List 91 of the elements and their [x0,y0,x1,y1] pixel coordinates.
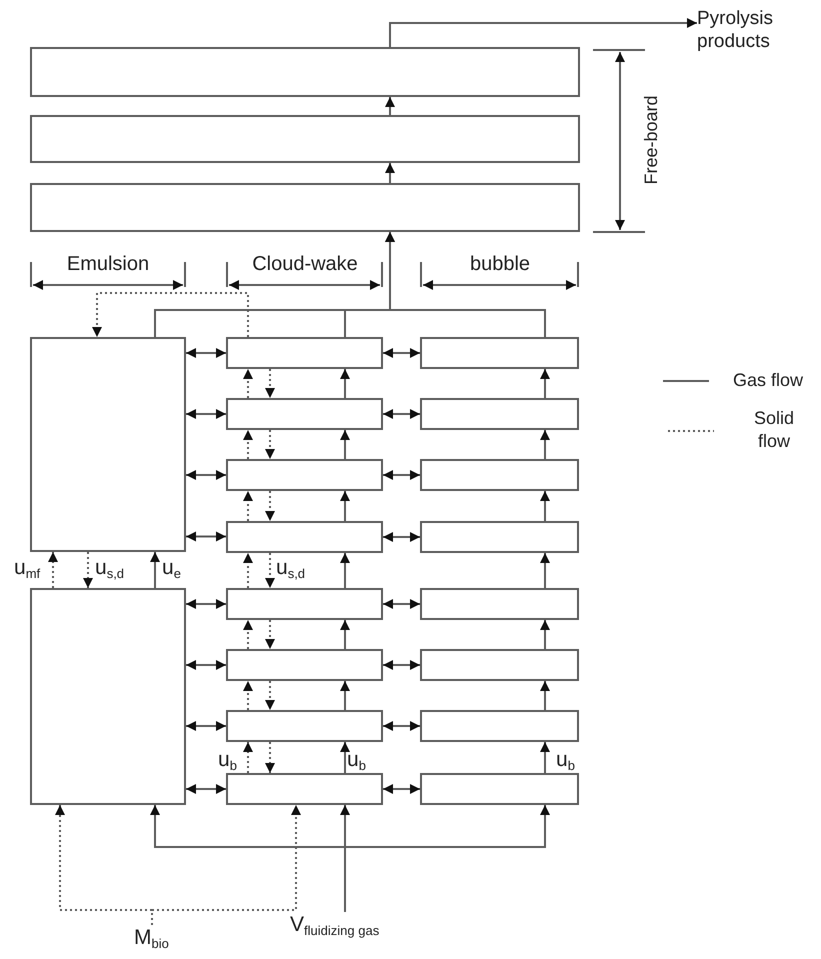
flow-label: Pyrolysis products [697,8,807,58]
compartment-box [420,649,579,681]
dotted-arrow [265,742,275,773]
compartment-box [420,337,579,369]
arrow [340,553,350,588]
compartment-box [30,337,186,552]
compartment-box [30,588,186,805]
dotted-arrow [243,491,253,521]
dotted-arrow [243,681,253,710]
compartment-box [420,521,579,553]
arrow [186,599,226,609]
compartment-box [420,773,579,805]
arrow [383,599,420,609]
arrow [383,409,420,419]
arrow [186,470,226,480]
velocity-label: u$_{mf}$ [14,556,40,580]
arrow [340,491,350,521]
dimension-label: Cloud-wake [252,253,358,275]
dotted-arrow [265,553,275,588]
dotted-arrow [243,369,253,398]
dotted-arrow [151,805,301,925]
arrow [540,681,550,710]
flow-label: M$_{bio}$ [134,925,184,955]
velocity-label: u$_{b}$ [347,748,366,772]
arrow [540,369,550,398]
compartment-box [30,183,580,232]
dotted-arrow [92,292,249,337]
dotted-arrow [265,620,275,649]
dimension-label: Emulsion [66,253,150,275]
arrow [385,232,546,337]
compartment-box [226,649,383,681]
compartment-box [226,710,383,742]
arrow [150,552,160,588]
arrow [186,532,226,542]
arrow [340,681,350,710]
dotted-arrow [243,742,253,773]
dotted-arrow [265,491,275,521]
arrow [340,620,350,649]
compartment-box [420,588,579,620]
velocity-label: u$_{b}$ [556,748,575,772]
compartment-box [420,459,579,491]
arrow [340,430,350,459]
compartment-box [420,398,579,430]
dotted-arrow [265,369,275,398]
dotted-arrow [48,552,58,588]
dimension-label: Free-board [642,95,662,185]
arrow [385,163,395,183]
compartment-box [226,337,383,369]
arrow [186,784,226,794]
compartment-box [226,588,383,620]
compartment-box [30,47,580,97]
dotted-arrow [243,553,253,588]
legend-label: Solid flow [752,407,796,454]
arrow [186,660,226,670]
compartment-box [226,773,383,805]
arrow [383,660,420,670]
arrow [540,620,550,649]
dotted-arrow [243,620,253,649]
arrow [540,553,550,588]
velocity-label: u$_{s,d}$ [95,556,124,580]
arrow [540,742,550,773]
dotted-arrow [243,430,253,459]
arrow [383,470,420,480]
velocity-label: u$_{b}$ [218,748,237,772]
arrow [383,784,420,794]
arrow [340,742,350,773]
arrow [383,348,420,358]
compartment-box [30,115,580,163]
arrow [389,18,697,47]
arrow [383,532,420,542]
flow-label: V$_{fluidizing gas}$ [290,912,465,944]
compartment-box [226,459,383,491]
arrow [383,721,420,731]
dotted-arrow [265,681,275,710]
arrow [186,721,226,731]
compartment-box [226,398,383,430]
arrow [186,409,226,419]
arrow [344,805,550,912]
compartment-box [420,710,579,742]
arrow [540,430,550,459]
legend-label: Gas flow [732,369,804,392]
compartment-box [226,521,383,553]
dimension-label: bubble [470,253,530,275]
arrow [186,348,226,358]
arrow [340,369,350,398]
dotted-arrow [83,552,93,588]
arrow [385,97,395,115]
dotted-arrow [265,430,275,459]
velocity-label: u$_{e}$ [162,556,181,580]
arrow [540,491,550,521]
velocity-label: u$_{s,d}$ [276,556,306,580]
